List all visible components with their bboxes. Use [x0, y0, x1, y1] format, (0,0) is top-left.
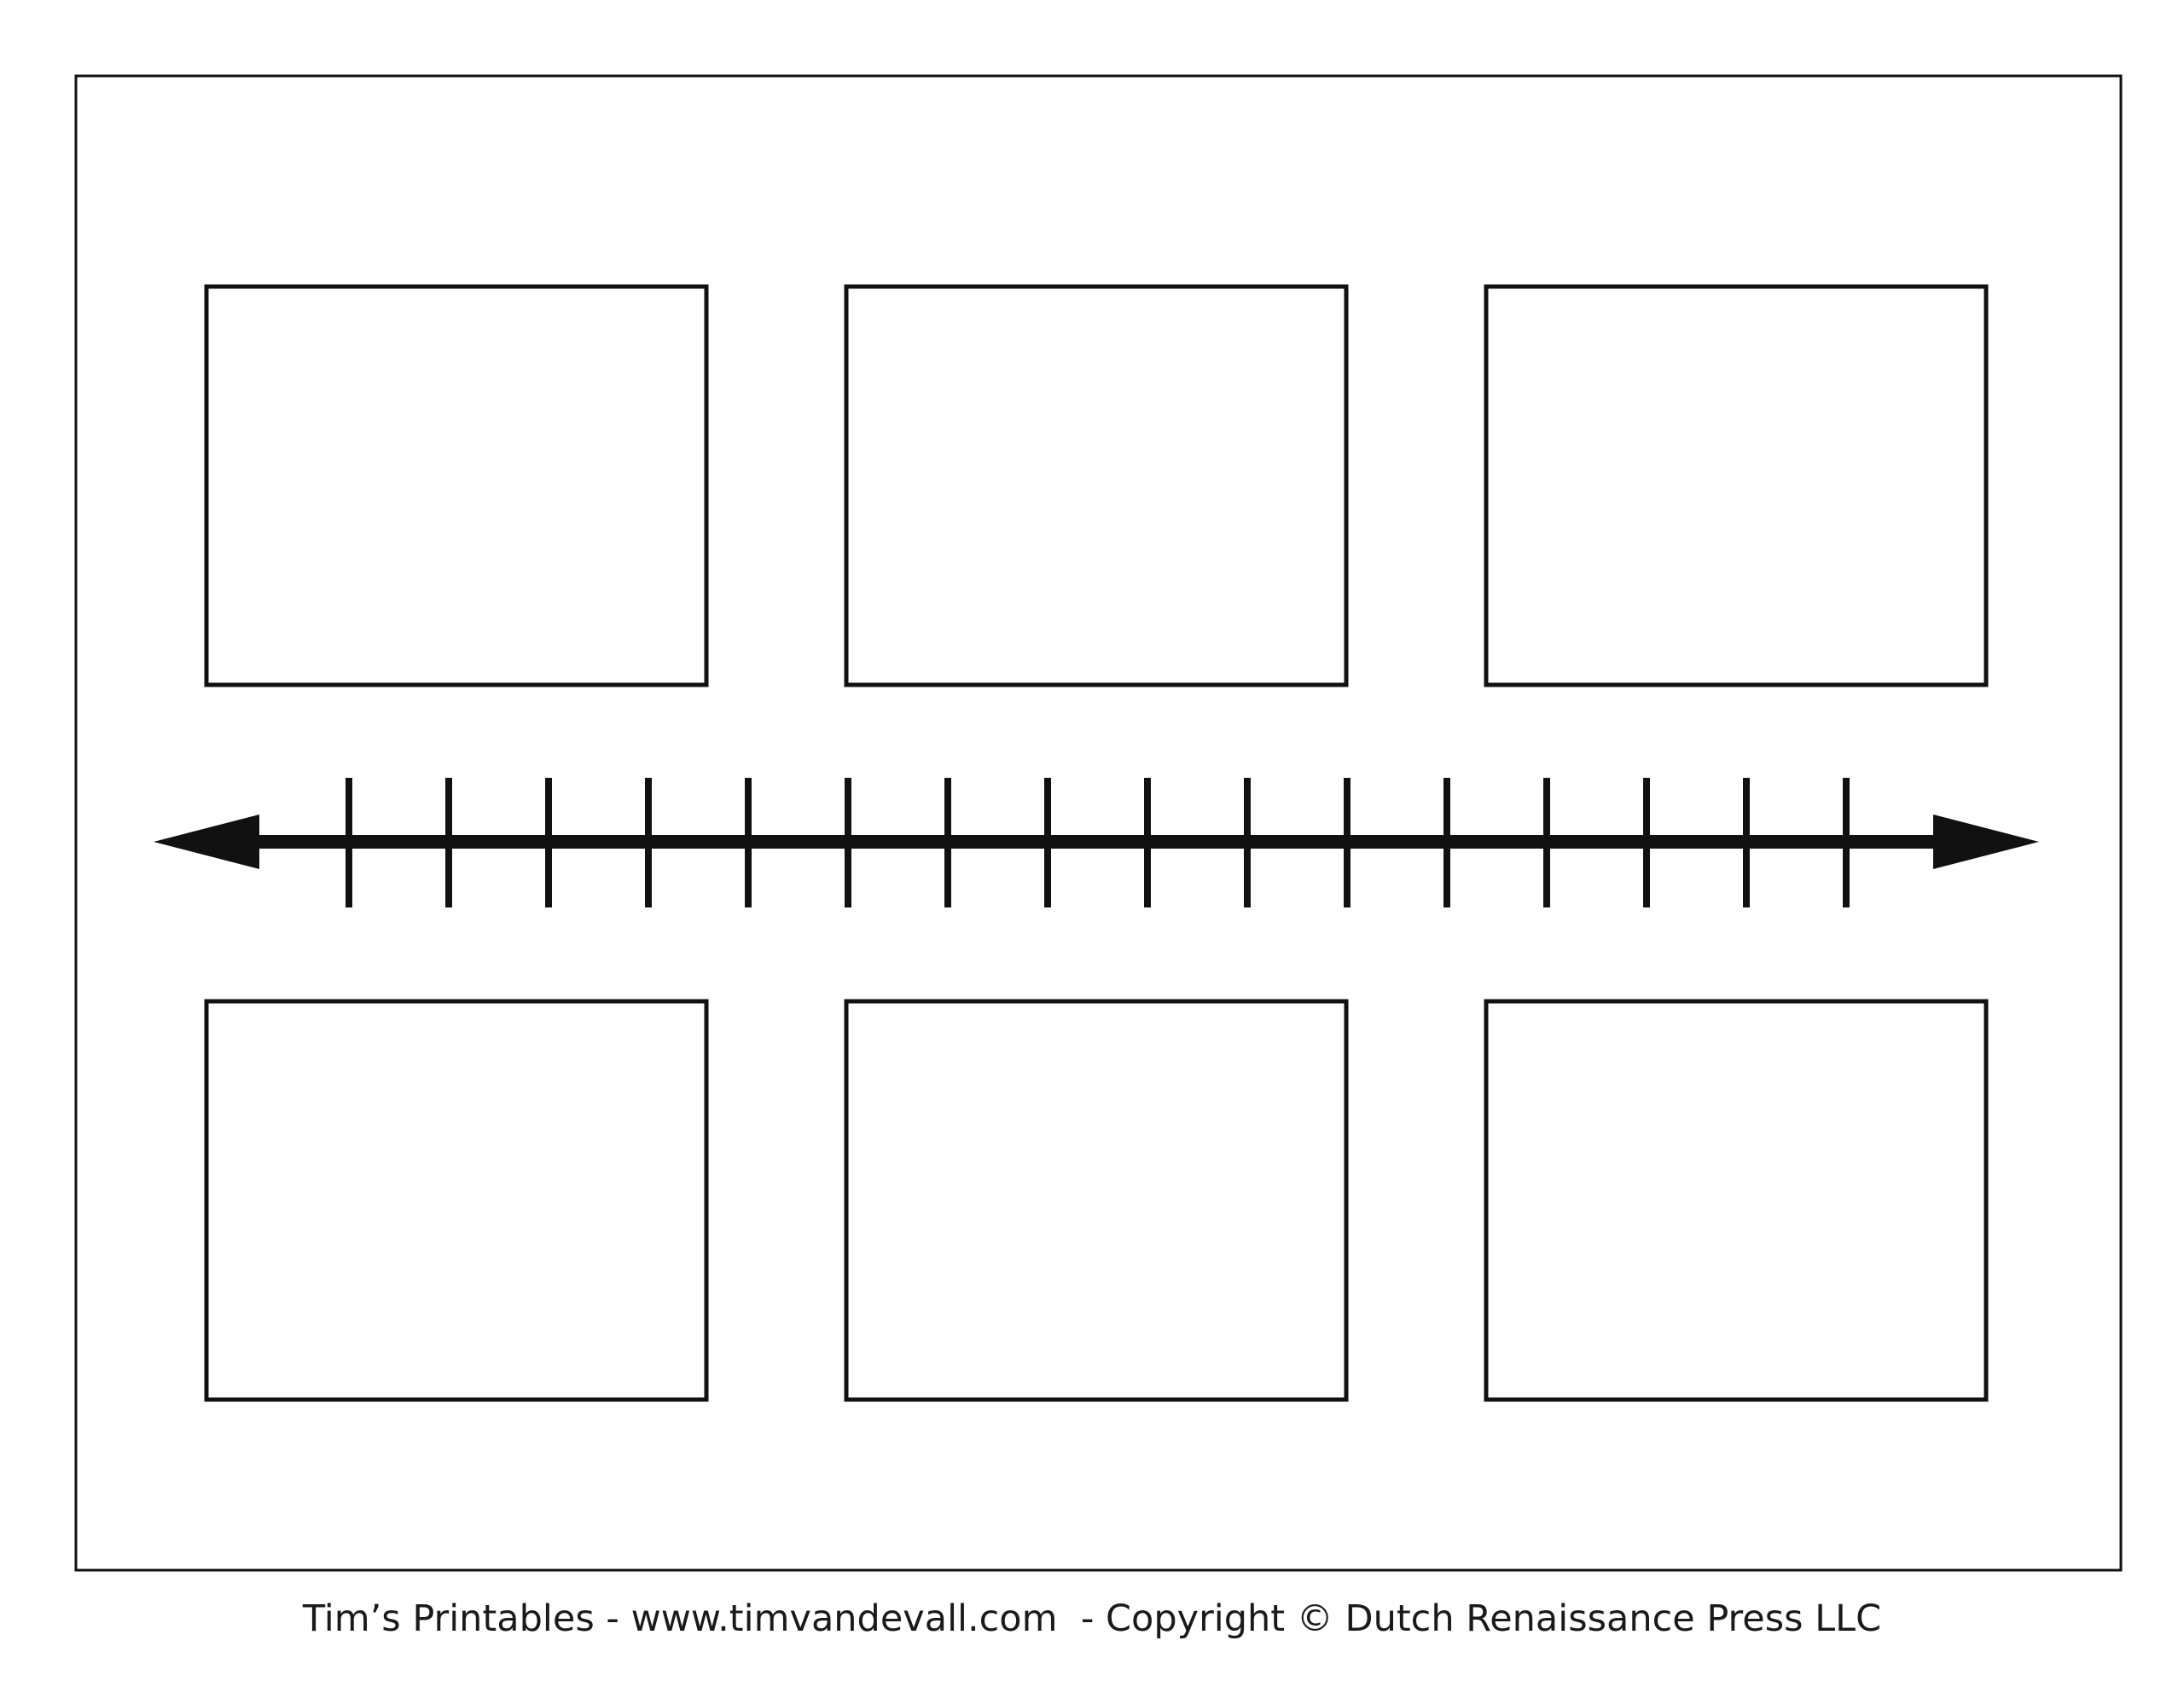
event-box-top-3[interactable]: [1484, 284, 1989, 687]
event-box-bottom-1[interactable]: [204, 999, 709, 1402]
arrowhead-right: [1933, 815, 2039, 869]
event-box-bottom-2[interactable]: [844, 999, 1349, 1402]
page-border: [74, 74, 2123, 1572]
arrowhead-left: [154, 815, 259, 869]
event-box-top-2[interactable]: [844, 284, 1349, 687]
timeline-arrow: [154, 778, 2039, 907]
top-row-boxes: [204, 284, 1989, 687]
timeline-ticks: [346, 778, 1850, 907]
event-box-bottom-3[interactable]: [1484, 999, 1989, 1402]
copyright-footer: Tim’s Printables - www.timvandevall.com …: [302, 1597, 1882, 1640]
event-box-top-1[interactable]: [204, 284, 709, 687]
bottom-row-boxes: [204, 999, 1989, 1402]
